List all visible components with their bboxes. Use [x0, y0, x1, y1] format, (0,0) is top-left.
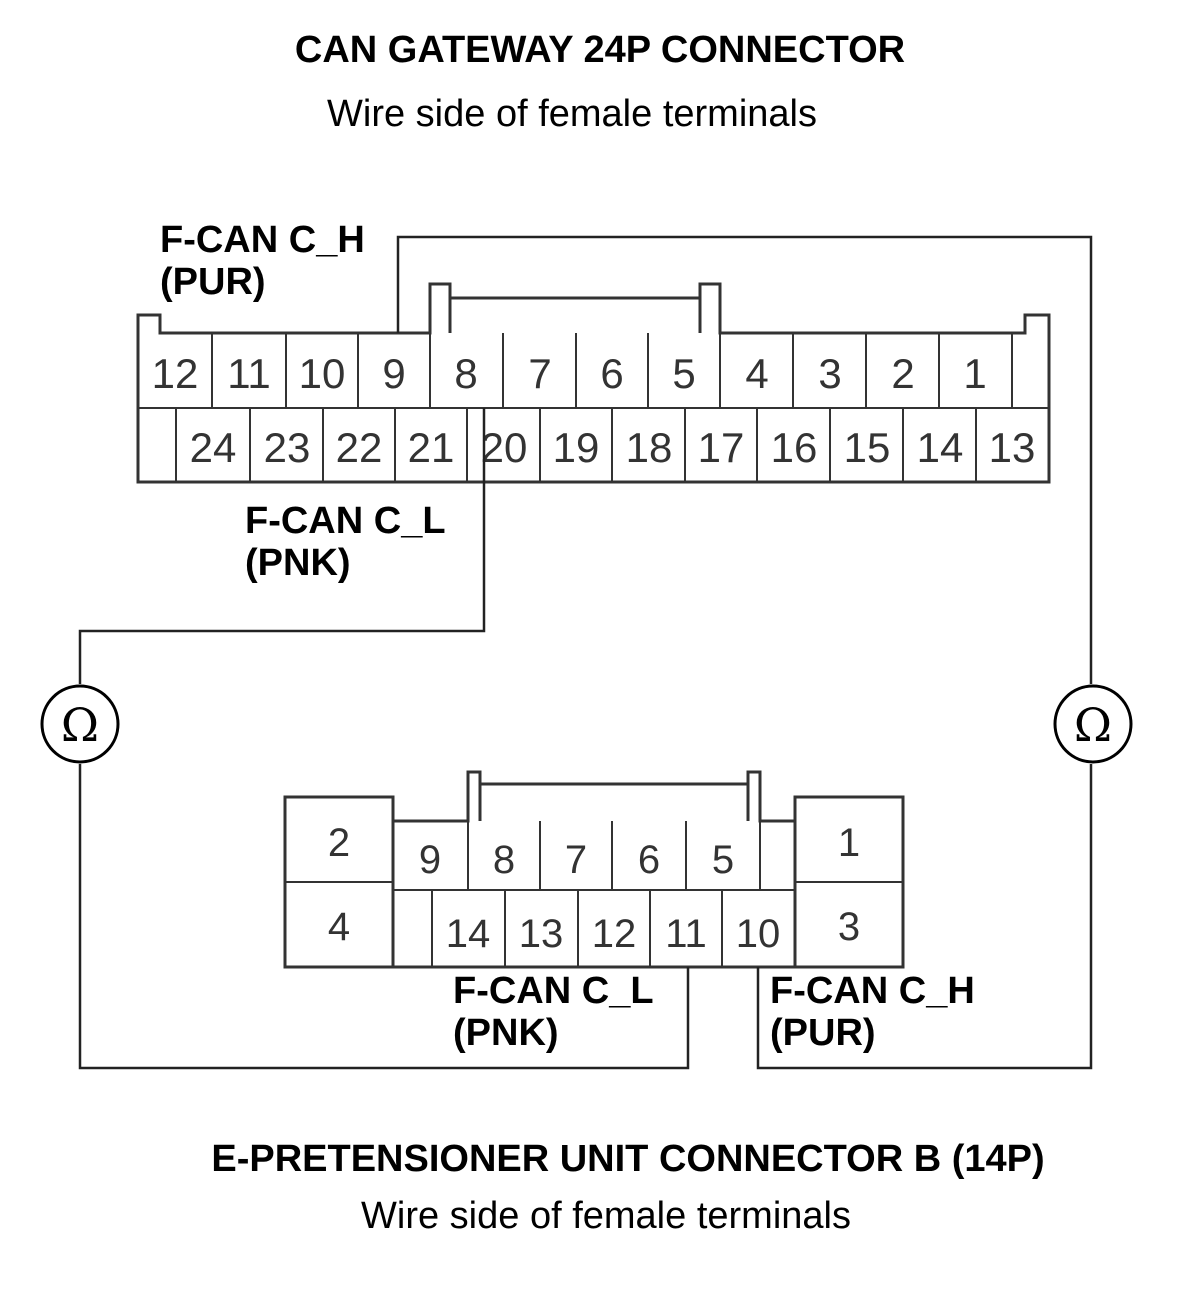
- can-gateway-connector: 12 11 10 9 8 7 6 5 4 3 2 1 24 23 22 21 2…: [136, 282, 1051, 484]
- pin-label: 12: [592, 912, 637, 956]
- pin-label: 10: [299, 350, 346, 397]
- bottom-wire-l-color: (PNK): [453, 1012, 559, 1054]
- top-wire-l-label: F-CAN C_L: [245, 500, 446, 542]
- top-wire-h-label: F-CAN C_H: [160, 219, 365, 261]
- top-row2-dividers: [175, 408, 977, 482]
- ohm-icon: Ω: [1074, 698, 1112, 752]
- bottom-wire-h-color: (PUR): [770, 1012, 876, 1054]
- pin-label: 15: [844, 424, 891, 471]
- wire-can-low: [78, 408, 486, 684]
- pin-label: 1: [963, 350, 986, 397]
- ohm-icon-circle: [1053, 684, 1133, 764]
- pin-label: 4: [745, 350, 768, 397]
- pin-label: 8: [454, 350, 477, 397]
- pin-label: 12: [152, 350, 199, 397]
- wire-can-high-lower: [756, 764, 1093, 1070]
- pin-label: 21: [408, 424, 455, 471]
- top-row2-pins: 24 23 22 21 20 19 18 17 16 15 14 13: [190, 424, 1036, 471]
- pin-label: 5: [672, 350, 695, 397]
- pin-label: 23: [264, 424, 311, 471]
- ohmmeter-right: Ω: [1053, 684, 1133, 764]
- pin-label: 13: [519, 912, 564, 956]
- pin-label: 7: [528, 350, 551, 397]
- ohm-icon-circle: [40, 684, 120, 764]
- bottom-connector-subtitle: Wire side of female terminals: [361, 1195, 851, 1237]
- pin-label: 24: [190, 424, 237, 471]
- pin-label: 2: [328, 821, 350, 865]
- pin-label: 10: [736, 912, 781, 956]
- top-row1-dividers: [211, 333, 1013, 408]
- pin-label: 9: [419, 838, 441, 882]
- pin-label: 5: [712, 838, 734, 882]
- pin-label: 1: [838, 821, 860, 865]
- ohm-icon: Ω: [61, 698, 99, 752]
- wire-can-low-lower: [78, 764, 690, 1070]
- top-connector-title: CAN GATEWAY 24P CONNECTOR: [295, 29, 905, 71]
- pin-label: 6: [638, 838, 660, 882]
- pin-label: 8: [493, 838, 515, 882]
- top-wire-l-color: (PNK): [245, 542, 351, 584]
- pin-label: 22: [336, 424, 383, 471]
- pin-label: 20: [481, 424, 528, 471]
- e-pretensioner-connector: 2 4 1 3 9 8 7 6 5 14 13 12 11 10: [283, 770, 905, 969]
- pin-label: 18: [626, 424, 673, 471]
- bottom-connector-title: E-PRETENSIONER UNIT CONNECTOR B (14P): [211, 1138, 1044, 1180]
- wire-can-high: [396, 235, 1093, 684]
- pin-label: 3: [818, 350, 841, 397]
- pin-label: 16: [771, 424, 818, 471]
- pin-label: 11: [665, 912, 707, 956]
- top-wire-h-color: (PUR): [160, 261, 266, 303]
- pin-label: 7: [565, 838, 587, 882]
- ohmmeter-left: Ω: [40, 684, 120, 764]
- pin-label: 9: [382, 350, 405, 397]
- pin-label: 17: [698, 424, 745, 471]
- pin-label: 14: [446, 912, 491, 956]
- top-row1-pins: 12 11 10 9 8 7 6 5 4 3 2 1: [152, 350, 987, 397]
- pin-label: 13: [989, 424, 1036, 471]
- pin-label: 14: [917, 424, 964, 471]
- pin-label: 2: [891, 350, 914, 397]
- pin-label: 11: [227, 350, 271, 397]
- bottom-wire-h-label: F-CAN C_H: [770, 970, 975, 1012]
- top-connector-subtitle: Wire side of female terminals: [327, 93, 817, 135]
- pin-label: 6: [600, 350, 623, 397]
- pin-label: 3: [838, 905, 860, 949]
- bottom-middle-outline: [391, 770, 797, 969]
- bottom-wire-l-label: F-CAN C_L: [453, 970, 654, 1012]
- pin-label: 19: [553, 424, 600, 471]
- pin-label: 4: [328, 905, 350, 949]
